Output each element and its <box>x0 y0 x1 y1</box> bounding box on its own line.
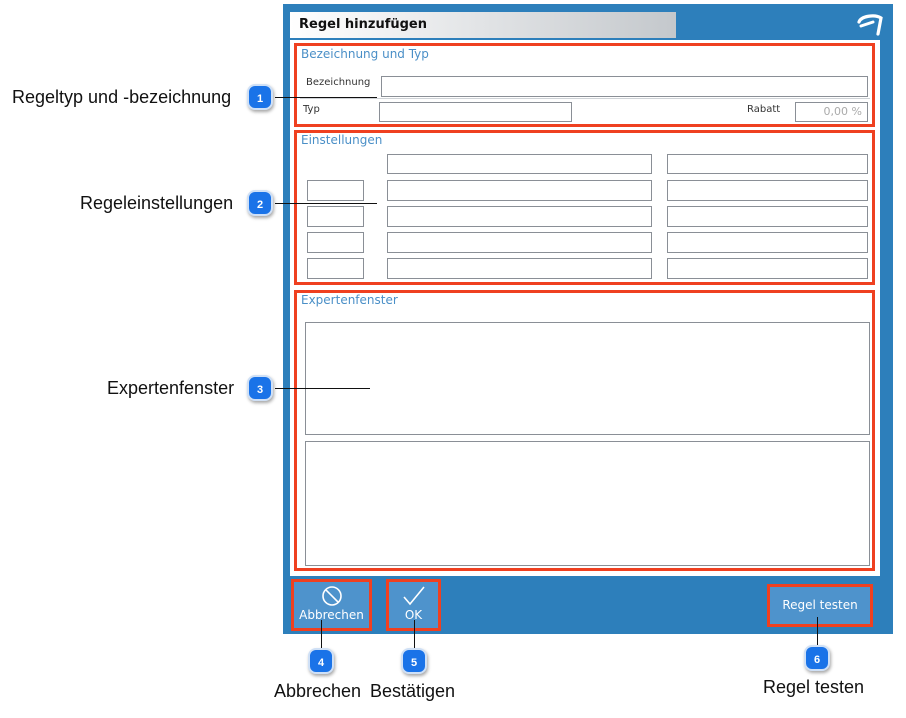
settings-field[interactable] <box>387 232 652 253</box>
highlight-name-type <box>294 43 875 127</box>
callout-6-line <box>817 617 818 645</box>
callout-4-text: Abbrechen <box>274 681 362 701</box>
callout-1-badge: 1 <box>247 84 273 110</box>
section-title-settings: Einstellungen <box>301 133 383 147</box>
settings-small-field[interactable] <box>307 206 364 227</box>
highlight-expert <box>294 290 875 571</box>
callout-1-text: Regeltyp und -bezeichnung <box>12 87 232 107</box>
section-title-name-type: Bezeichnung und Typ <box>301 47 429 61</box>
ok-button-label: OK <box>404 608 423 622</box>
settings-field[interactable] <box>387 154 652 174</box>
expert-textarea-bottom[interactable] <box>305 441 870 566</box>
callout-1-line <box>275 97 377 98</box>
rabatt-label: Rabatt <box>747 104 781 115</box>
callout-6-badge: 6 <box>804 645 830 671</box>
checkmark-icon <box>402 586 425 606</box>
callout-5-text: Bestätigen <box>370 681 456 701</box>
dialog-title: Regel hinzufügen <box>290 12 676 38</box>
callout-3-line <box>275 388 370 389</box>
settings-small-field[interactable] <box>307 232 364 253</box>
settings-field[interactable] <box>667 232 868 253</box>
test-rule-button[interactable]: Regel testen <box>770 587 870 624</box>
settings-field[interactable] <box>387 206 652 227</box>
settings-small-field[interactable] <box>307 180 364 201</box>
highlight-ok <box>386 579 441 631</box>
cancel-circle-icon <box>321 586 342 606</box>
settings-field[interactable] <box>667 206 868 227</box>
callout-4-line <box>321 620 322 648</box>
typ-select[interactable] <box>379 102 572 122</box>
settings-field[interactable] <box>667 180 868 201</box>
callout-5-badge: 5 <box>401 648 427 674</box>
expert-textarea-top[interactable] <box>305 322 870 435</box>
highlight-test <box>767 584 873 627</box>
settings-field[interactable] <box>667 258 868 279</box>
callout-6-text: Regel testen <box>763 677 865 697</box>
cancel-button-label: Abbrechen <box>299 608 364 622</box>
divider <box>300 98 870 99</box>
callout-2-text: Regeleinstellungen <box>80 193 234 213</box>
typ-label: Typ <box>303 104 320 115</box>
callout-2-badge: 2 <box>247 190 273 216</box>
ok-button[interactable]: OK <box>389 582 438 628</box>
settings-field[interactable] <box>387 180 652 201</box>
callout-4-badge: 4 <box>308 648 334 674</box>
cancel-button[interactable]: Abbrechen <box>294 582 369 628</box>
callout-3-text: Expertenfenster <box>107 378 235 398</box>
bezeichnung-input[interactable] <box>381 76 868 97</box>
highlight-settings <box>294 130 875 285</box>
settings-small-field[interactable] <box>307 258 364 279</box>
callout-2-line <box>275 203 377 204</box>
callout-5-line <box>414 620 415 648</box>
settings-field[interactable] <box>667 154 868 174</box>
bezeichnung-label: Bezeichnung <box>306 77 371 88</box>
highlight-cancel <box>291 579 372 631</box>
callout-3-badge: 3 <box>247 375 273 401</box>
section-title-expert: Expertenfenster <box>301 293 398 307</box>
rabatt-input[interactable]: 0,00 % <box>795 102 868 122</box>
settings-field[interactable] <box>387 258 652 279</box>
brand-logo-icon <box>853 12 887 38</box>
